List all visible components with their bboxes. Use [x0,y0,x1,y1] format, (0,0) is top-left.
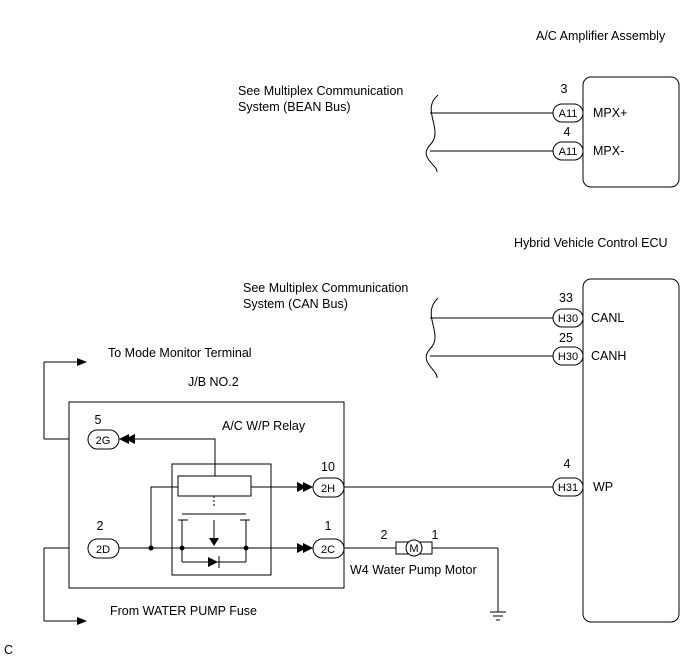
arrow-2c [303,543,313,553]
pin-number-mpx-plus: 3 [561,82,568,96]
connector-code-2h: 2H [321,483,335,495]
connector-a11-mpx-minus [552,141,584,161]
mode-monitor-note: To Mode Monitor Terminal [108,346,252,360]
relay-coil [177,475,252,497]
ac-amplifier-box [582,76,680,188]
wire-coil-left [150,486,178,548]
motor-symbol-circle [405,539,423,557]
arrow-2g-b [125,434,135,444]
arrow-2g [119,434,129,444]
arrow-2h-b [297,482,307,492]
connector-code-2c: 2C [321,544,335,556]
signal-mpx-plus: MPX+ [593,106,627,120]
motor-symbol-label: M [409,543,418,555]
can-note-line1: See Multiplex Communication [243,281,408,295]
connector-code-a11-mpx-minus: A11 [559,146,578,158]
signal-mpx-minus: MPX- [593,144,624,158]
bean-note-line2: System (BEAN Bus) [238,100,351,114]
ac-amplifier-title: A/C Amplifier Assembly [536,29,666,43]
signal-canh: CANH [591,349,626,363]
relay-diode [208,557,218,567]
pin-number-2g: 5 [95,413,102,427]
motor-pin-right: 1 [432,528,439,542]
relay-switch-arrow [209,538,219,546]
jb-title: J/B NO.2 [188,375,239,389]
motor-pin-left: 2 [381,528,388,542]
connector-h30-canl [552,308,584,328]
motor-title: W4 Water Pump Motor [350,563,477,577]
connector-2g [87,429,120,450]
connector-code-a11-mpx-plus: A11 [559,108,578,120]
corner-label: C [4,643,13,657]
signal-canl: CANL [591,311,624,325]
signal-wp: WP [593,480,613,494]
connector-code-2d: 2D [96,544,110,556]
arrow-2h [303,482,313,492]
connector-code-h31-wp: H31 [558,482,578,494]
pin-number-canl: 33 [559,291,573,305]
connector-code-h30-canh: H30 [558,351,578,363]
connector-a11-mpx-plus [552,103,584,123]
connector-code-h30-canl: H30 [558,313,578,325]
junction-dot-left [148,545,154,551]
pin-number-2c: 1 [325,519,332,533]
hv-ecu-title: Hybrid Vehicle Control ECU [514,236,668,250]
wire-coil-to-2g [130,438,216,476]
can-note-line2: System (CAN Bus) [243,297,348,311]
hv-ecu-box [582,278,680,623]
water-pump-fuse-note: From WATER PUMP Fuse [110,604,257,618]
arrow-2c-b [297,543,307,553]
can-wire-break-symbol [425,297,439,379]
pin-number-wp: 4 [564,457,571,471]
connector-h30-canh [552,346,584,366]
connector-code-2g: 2G [96,435,111,447]
relay-title: A/C W/P Relay [222,419,306,433]
bean-note-line1: See Multiplex Communication [238,84,403,98]
bean-wire-break-symbol [425,94,439,173]
pin-number-mpx-minus: 4 [564,125,571,139]
pin-number-2d: 2 [97,519,104,533]
pin-number-canh: 25 [559,331,573,345]
pin-number-2h: 10 [321,460,335,474]
